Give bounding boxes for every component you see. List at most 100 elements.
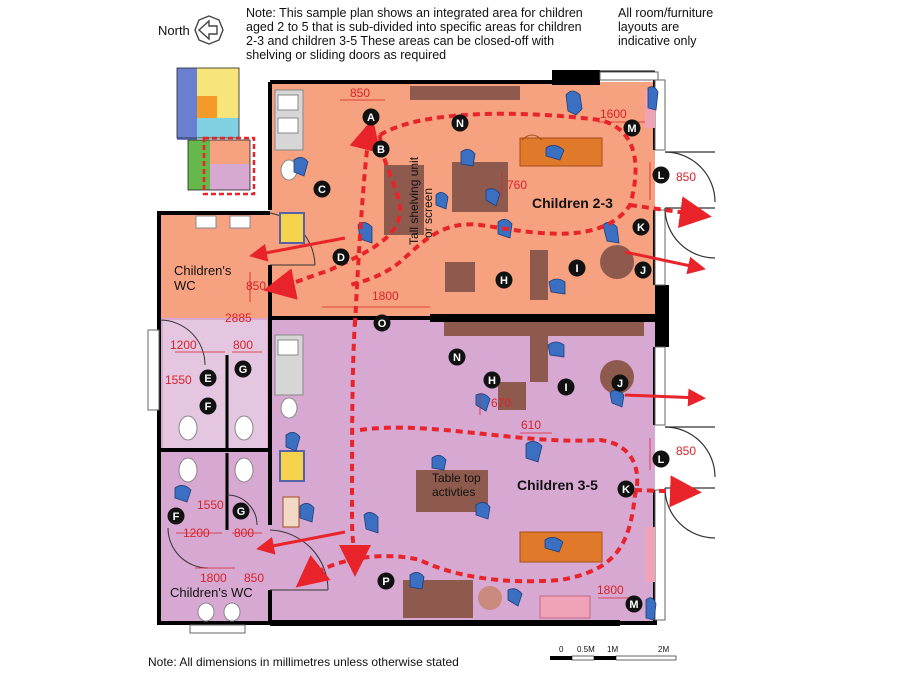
- dim-2885: 2885: [225, 311, 252, 325]
- table-top-label-line1: Table top: [432, 471, 481, 485]
- location-marker-letter: G: [237, 506, 246, 518]
- disclaimer: All room/furniture layouts are indicativ…: [618, 6, 738, 48]
- header-note-line: 2-3 and children 3-5 These areas can be …: [246, 34, 555, 48]
- scale-label-1m: 1M: [607, 645, 618, 654]
- solid-arrows: [249, 236, 706, 555]
- dim-1550-top: 1550: [165, 373, 192, 387]
- location-marker-letter: L: [658, 454, 665, 466]
- location-marker-p: P: [377, 572, 395, 590]
- location-marker-i: I: [568, 259, 586, 277]
- location-marker-g: G: [232, 502, 250, 520]
- header-note-line: aged 2 to 5 that is sub-divided into spe…: [246, 20, 582, 34]
- location-marker-n: N: [448, 348, 466, 366]
- location-marker-c: C: [313, 180, 331, 198]
- location-marker-letter: H: [488, 375, 496, 387]
- north-label: North: [158, 23, 190, 38]
- dim-800-bottom: 800: [234, 526, 254, 540]
- room-labels: Children 2-3 Children 3-5 Children's WC …: [170, 156, 613, 600]
- location-marker-letter: N: [453, 352, 461, 364]
- location-marker-letter: N: [456, 118, 464, 130]
- location-marker-a: A: [362, 108, 380, 126]
- dim-760: 760: [507, 178, 527, 192]
- dim-1200-bottom: 1200: [183, 526, 210, 540]
- dim-1800-bottom-left: 1800: [200, 571, 227, 585]
- location-marker-letter: I: [575, 263, 578, 275]
- dim-850-top: 850: [350, 86, 370, 100]
- location-marker-l: L: [652, 450, 670, 468]
- dim-850-wc: 850: [246, 279, 266, 293]
- shelving-label-line2: or screen: [421, 188, 435, 238]
- dim-670: 670: [491, 396, 511, 410]
- location-marker-e: E: [199, 369, 217, 387]
- dim-800-top: 800: [233, 338, 253, 352]
- location-marker-letter: F: [173, 511, 180, 523]
- location-marker-k: K: [632, 218, 650, 236]
- location-marker-letter: K: [622, 484, 630, 496]
- location-marker-letter: J: [617, 378, 623, 390]
- location-marker-letter: K: [637, 222, 645, 234]
- room-label-wc-top-line2: WC: [174, 278, 196, 293]
- location-marker-letter: O: [378, 318, 387, 330]
- flow-arrows: [263, 111, 712, 588]
- location-marker-f: F: [167, 507, 185, 525]
- footer-note: Note: All dimensions in millimetres unle…: [148, 655, 459, 669]
- location-marker-m: M: [625, 595, 643, 613]
- dim-1800-mid: 1800: [372, 289, 399, 303]
- location-marker-m: M: [623, 119, 641, 137]
- dimension-labels: 850 1600 760 850 850 1800 2885 1200 800 …: [165, 86, 696, 597]
- dim-610: 610: [521, 418, 541, 432]
- location-marker-letter: M: [627, 123, 636, 135]
- dim-850-right-top: 850: [676, 170, 696, 184]
- dim-1600: 1600: [600, 107, 627, 121]
- dimension-lines: [175, 99, 651, 599]
- dim-1200-top: 1200: [170, 338, 197, 352]
- location-marker-letter: G: [239, 364, 248, 376]
- location-marker-letter: L: [658, 170, 665, 182]
- location-marker-d: D: [332, 248, 350, 266]
- location-marker-j: J: [634, 261, 652, 279]
- dim-1550-bottom: 1550: [197, 498, 224, 512]
- location-marker-letter: I: [564, 382, 567, 394]
- header-note-line: Note: This sample plan shows an integrat…: [246, 6, 583, 20]
- shelving-label-line1: Tall shelving unit: [407, 156, 421, 245]
- table-top-label-line2: activties: [432, 485, 475, 499]
- wc-top-floor: [160, 215, 270, 318]
- location-marker-k: K: [617, 480, 635, 498]
- location-marker-o: O: [373, 314, 391, 332]
- location-marker-b: B: [372, 140, 390, 158]
- location-marker-i: I: [557, 378, 575, 396]
- key-plan-thumbnail: [176, 67, 256, 196]
- disclaimer-line: layouts are: [618, 20, 680, 34]
- header-note: Note: This sample plan shows an integrat…: [246, 6, 586, 62]
- location-marker-letter: E: [204, 373, 211, 385]
- location-marker-letter: F: [205, 401, 212, 413]
- location-marker-letter: M: [629, 599, 638, 611]
- dim-850-right-bottom: 850: [676, 444, 696, 458]
- location-marker-h: H: [495, 271, 513, 289]
- location-marker-l: L: [652, 166, 670, 184]
- location-marker-letter: P: [382, 576, 389, 588]
- furniture: [178, 86, 655, 622]
- location-marker-letter: J: [640, 265, 646, 277]
- room-label-children-3-5: Children 3-5: [517, 477, 598, 493]
- location-marker-j: J: [611, 374, 629, 392]
- location-marker-letter: B: [377, 144, 385, 156]
- disclaimer-line: indicative only: [618, 34, 697, 48]
- dim-1800-bottom-right: 1800: [597, 583, 624, 597]
- location-marker-letter: C: [318, 184, 326, 196]
- dim-850-bottom: 850: [244, 571, 264, 585]
- scale-label-0: 0: [559, 645, 564, 654]
- location-marker-f: F: [199, 397, 217, 415]
- wc-bottom-floor: [160, 453, 270, 623]
- location-marker-n: N: [451, 114, 469, 132]
- north-icon: [194, 15, 224, 45]
- scale-bar: 0 0.5M 1M 2M: [550, 645, 677, 661]
- location-marker-letter: D: [337, 252, 345, 264]
- location-marker-h: H: [483, 371, 501, 389]
- room-label-children-2-3: Children 2-3: [532, 195, 613, 211]
- disclaimer-line: All room/furniture: [618, 6, 714, 20]
- room-label-wc-top-line1: Children's: [174, 263, 232, 278]
- location-marker-letter: A: [367, 112, 375, 124]
- location-marker-g: G: [234, 360, 252, 378]
